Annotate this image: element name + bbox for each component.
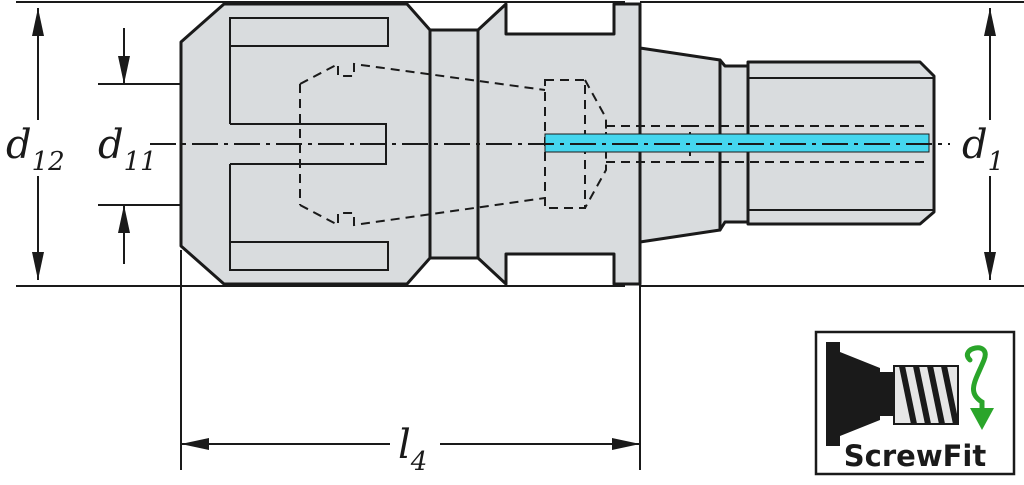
- collet-head: [179, 2, 432, 286]
- label-d12: d12: [6, 122, 65, 177]
- rotate-arrow-icon: [965, 345, 994, 430]
- label-d1: d1: [962, 122, 1004, 177]
- screw-icon: [826, 342, 959, 446]
- slot-bottom: [229, 241, 389, 271]
- label-d11: d11: [98, 122, 157, 177]
- dimension-d11: [118, 28, 130, 264]
- dimension-l4: [181, 438, 640, 450]
- dimension-d1: [984, 8, 996, 280]
- badge-text: ScrewFit: [844, 439, 987, 473]
- dimension-d12: [32, 8, 44, 280]
- label-l4: l4: [398, 422, 427, 477]
- screwfit-badge: ScrewFit: [814, 330, 1016, 476]
- slot-top: [229, 17, 389, 47]
